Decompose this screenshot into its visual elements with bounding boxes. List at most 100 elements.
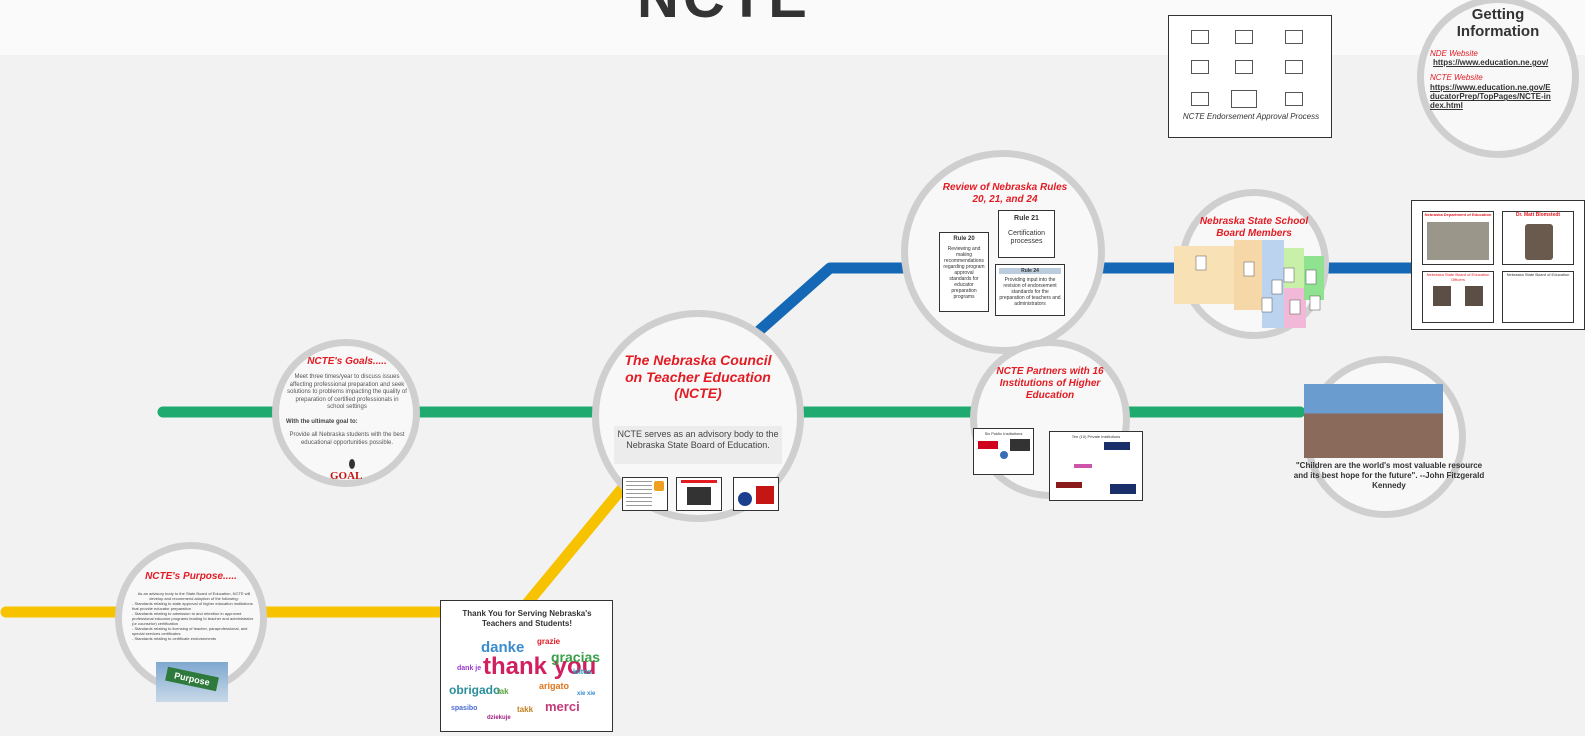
public-institutions-label: Six Public Institutions: [984, 431, 1023, 436]
thank-you-title: Thank You for Serving Nebraska's Teacher…: [462, 609, 592, 628]
children-photo: [1304, 384, 1443, 458]
rule-21-title: Rule 21: [1014, 215, 1039, 222]
getting-information-circle[interactable]: [1417, 0, 1579, 158]
process-step: [1235, 30, 1253, 44]
purpose-sign-image: Purpose: [156, 662, 228, 702]
goals-text-2: Provide all Nebraska students with the b…: [289, 432, 405, 446]
slide-text-lines: [626, 481, 652, 507]
thank-you-word-cloud: danke thank you gracias merci obrigado a…: [447, 635, 607, 727]
nde-officers-panel[interactable]: Nebraska Department of Education Dr. Mat…: [1411, 200, 1585, 330]
kennedy-quote: "Children are the world's most valuable …: [1293, 461, 1485, 490]
ncte-slide-thumbnail[interactable]: [733, 477, 779, 511]
process-step: [1191, 60, 1209, 74]
rule-21-card[interactable]: Rule 21 Certification processes: [998, 210, 1055, 258]
word-cloud-word: xie xie: [577, 691, 596, 697]
private-institutions-card[interactable]: Ten (10) Private Institutions: [1049, 431, 1143, 501]
institution-logo: [1104, 442, 1130, 450]
institution-logo: [1074, 464, 1092, 468]
institution-logo: [1010, 439, 1030, 451]
institution-logo: [978, 441, 998, 449]
officer-photo: [1465, 286, 1483, 306]
ncte-website-link[interactable]: https://www.education.ne.gov/EducatorPre…: [1430, 83, 1551, 111]
ncte-slide-thumbnail[interactable]: [676, 477, 722, 511]
process-step: [1235, 60, 1253, 74]
rule-20-card[interactable]: Rule 20 Reviewing and making recommendat…: [939, 232, 989, 312]
institution-logo: [1056, 482, 1082, 488]
goals-subhead: With the ultimate goal to:: [286, 419, 358, 425]
word-cloud-word: danke: [481, 639, 525, 656]
word-cloud-word: arigato: [539, 681, 570, 691]
ncte-main-title: The Nebraska Council on Teacher Educatio…: [624, 352, 772, 402]
nde-building-photo: [1427, 222, 1489, 260]
ncte-description-box: [614, 426, 782, 464]
ncte-description: NCTE serves as an advisory body to the N…: [617, 429, 779, 451]
goals-title: NCTE's Goals.....: [307, 356, 387, 367]
slide-photo: [687, 487, 711, 505]
endorsement-process-panel[interactable]: NCTE Endorsement Approval Process: [1168, 15, 1332, 138]
state-board-card[interactable]: Nebraska State Board of Education: [1502, 271, 1574, 323]
private-institutions-label: Ten (10) Private Institutions: [1071, 434, 1121, 439]
board-officers-card[interactable]: Nebraska State Board of Education Office…: [1422, 271, 1494, 323]
officer-photo: [1433, 286, 1451, 306]
word-cloud-word: dziekuje: [487, 715, 511, 721]
endorsement-caption: NCTE Endorsement Approval Process: [1182, 112, 1320, 121]
partners-title: NCTE Partners with 16 Institutions of Hi…: [996, 366, 1104, 402]
district-map-graphic: [1174, 240, 1324, 328]
rule-21-text: Certification processes: [1008, 230, 1045, 246]
nde-website-label: NDE Website: [1430, 49, 1478, 58]
purpose-title: NCTE's Purpose.....: [145, 571, 237, 582]
word-cloud-word: kiitos: [573, 669, 592, 676]
purpose-item: - Standards relating to certificate endo…: [132, 636, 217, 641]
slide-title-bar: [681, 480, 717, 483]
nebraska-district-map[interactable]: [1174, 240, 1330, 332]
rule-24-title: Rule 24: [999, 268, 1061, 274]
rule-20-title: Rule 20: [953, 236, 975, 242]
rule-24-text: Providing input into the revision of end…: [999, 277, 1061, 307]
state-board-label: Nebraska State Board of Education: [1506, 272, 1570, 277]
goal-figure-icon: [349, 459, 355, 469]
nde-building-card[interactable]: Nebraska Department of Education: [1422, 211, 1494, 265]
board-officers-label: Nebraska State Board of Education Office…: [1426, 272, 1490, 282]
slide-logo: [738, 492, 752, 506]
process-step: [1231, 90, 1257, 108]
commissioner-label: Dr. Matt Blomstedt: [1515, 212, 1561, 218]
purpose-item: - Standards relating to admission to and…: [132, 611, 254, 626]
goals-circle[interactable]: [272, 339, 420, 487]
yellow-path-line: [0, 479, 631, 618]
ncte-website-label: NCTE Website: [1430, 73, 1483, 82]
purpose-sign-text: Purpose: [165, 666, 219, 692]
purpose-item: - Standards relating to licensing of tea…: [132, 626, 248, 636]
goals-text: Meet three times/year to discuss issues …: [287, 374, 407, 410]
purpose-item: - Standards relating to state approval o…: [132, 601, 253, 611]
process-step: [1285, 30, 1303, 44]
commissioner-photo: [1525, 224, 1553, 260]
institution-logo: [1000, 451, 1008, 459]
word-cloud-word: grazie: [537, 637, 561, 646]
slide-logo: [756, 486, 774, 504]
thank-you-card[interactable]: Thank You for Serving Nebraska's Teacher…: [440, 600, 613, 732]
word-cloud-word: merci: [545, 699, 580, 714]
rules-title: Review of Nebraska Rules 20, 21, and 24: [942, 182, 1068, 205]
commissioner-card[interactable]: Dr. Matt Blomstedt: [1502, 211, 1574, 265]
slide-icon: [654, 481, 664, 491]
process-step: [1191, 30, 1209, 44]
ncte-slide-thumbnail[interactable]: [622, 477, 668, 511]
word-cloud-word: takk: [517, 705, 534, 714]
process-step: [1285, 60, 1303, 74]
word-cloud-word: spasibo: [451, 705, 478, 712]
word-cloud-word: gracias: [551, 649, 601, 665]
word-cloud-word: tak: [497, 687, 509, 696]
word-cloud-word: obrigado: [449, 683, 501, 697]
public-institutions-card[interactable]: Six Public Institutions: [973, 428, 1034, 475]
state-board-title: Nebraska State School Board Members: [1199, 216, 1309, 239]
nde-website-link[interactable]: https://www.education.ne.gov/: [1433, 58, 1549, 67]
nde-card-label: Nebraska Department of Education: [1424, 212, 1492, 217]
process-step: [1191, 92, 1209, 106]
rule-20-text: Reviewing and making recommendations reg…: [943, 246, 985, 300]
process-step: [1285, 92, 1303, 106]
goal-sign-icon: GOAL: [330, 470, 363, 482]
rule-24-card[interactable]: Rule 24 Providing input into the revisio…: [995, 264, 1065, 316]
purpose-intro: As an advisory body to the State Board o…: [137, 591, 251, 601]
word-cloud-word: dank je: [457, 665, 482, 672]
